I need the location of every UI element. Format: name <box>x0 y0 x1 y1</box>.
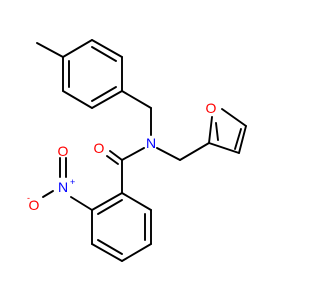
nitro-nitrogen-charge: + <box>70 177 75 187</box>
bond-benzyl <box>121 90 152 109</box>
bond-ring-nitro <box>70 196 93 211</box>
furan-oxygen-label: O <box>206 100 217 116</box>
bond-furan <box>238 125 247 154</box>
atom-labels: O N O O N + O - <box>27 100 217 213</box>
bond-furan <box>221 108 247 127</box>
bond-methyl <box>36 42 64 58</box>
bond-tolyl <box>91 39 123 58</box>
nitro-oxygen-charge: - <box>27 193 30 203</box>
bond-n-carbonyl <box>121 147 145 161</box>
bond-nitro-single <box>42 190 54 198</box>
bond-carbonyl-double <box>106 155 119 165</box>
bond-n-ch2 <box>156 147 181 161</box>
amide-nitrogen-label: N <box>146 135 156 151</box>
bond-tolyl <box>62 39 93 58</box>
bond-nitroring <box>121 243 152 262</box>
bond-carbonyl-double <box>109 150 123 161</box>
bond-tolyl <box>91 90 123 109</box>
nitro-nitrogen-label: N <box>58 179 68 195</box>
bond-furan-double <box>215 122 219 141</box>
molecule-diagram: O N O O N + O - <box>27 39 247 262</box>
bond-tolyl-double <box>91 46 117 62</box>
bond-nitroring <box>91 192 123 211</box>
bond-furan-double <box>234 128 242 150</box>
nitro-oxygen-left-label: O <box>29 197 40 213</box>
bond-tolyl <box>62 90 93 109</box>
structure-drawing: O N O O N + O - <box>27 39 247 262</box>
bond-ch2-furan <box>179 142 210 161</box>
nitro-oxygen-top-label: O <box>58 143 69 159</box>
bond-furan <box>208 116 213 144</box>
bond-nitroring-double <box>97 239 123 255</box>
bond-nitroring <box>121 192 152 211</box>
bond-furan <box>208 142 240 154</box>
bond-tolyl-double <box>91 86 117 102</box>
bond-nitroring <box>91 243 123 262</box>
bond-nitroring-double <box>97 199 123 215</box>
carbonyl-oxygen-label: O <box>94 140 105 156</box>
bonds <box>36 39 247 262</box>
